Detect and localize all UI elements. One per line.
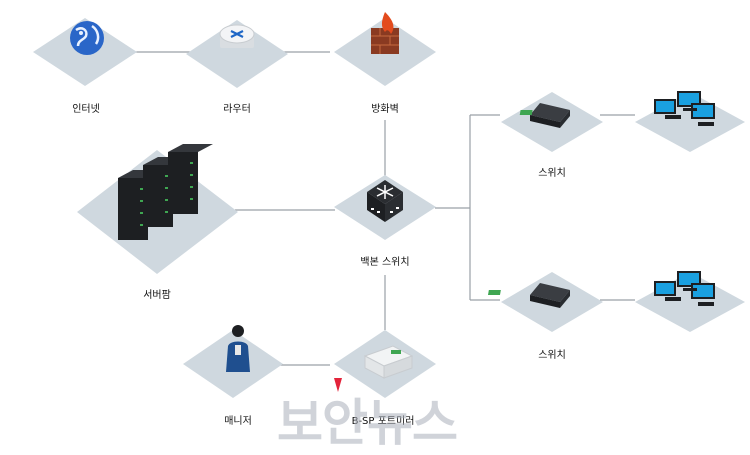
label-server-room: 서버팜 [143,290,171,301]
switch-icon-top [519,103,570,128]
watermark-logo: 보안뉴스 [277,394,458,452]
workstations-icon-top [654,91,715,126]
label-switch-bottom: 스위치 [538,350,566,361]
connection-lines [110,51,635,366]
bsp-device-icon [334,345,414,392]
platform-router [186,20,288,88]
switch-icon-bottom [487,283,570,308]
label-internet: 인터넷 [72,104,100,115]
firewall-icon [371,12,399,54]
workstations-icon-bottom [654,271,715,306]
backbone-switch-icon [367,180,403,222]
server-rack-icon [118,144,213,240]
label-firewall: 방화벽 [371,104,399,115]
globe-icon [70,21,104,55]
label-router: 라우터 [223,104,251,115]
label-backbone: 백본 스위치 [360,257,410,268]
person-icon [226,325,250,372]
router-icon [219,24,255,48]
label-bsp: B-SP 포트미러 [351,416,415,427]
label-switch-top: 스위치 [538,168,566,179]
label-manager: 매니저 [224,416,252,427]
